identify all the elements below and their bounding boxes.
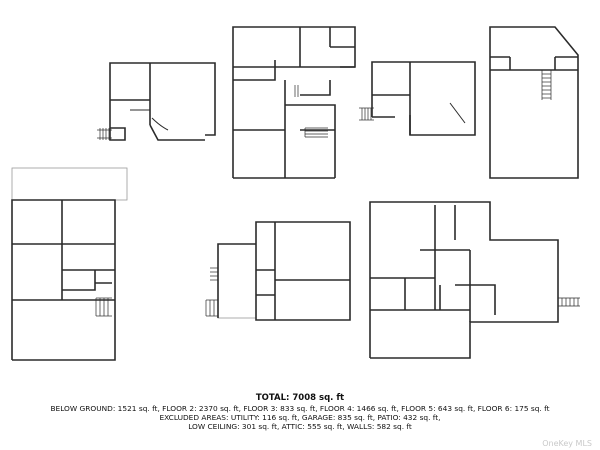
stair-floor-2 (95, 297, 112, 317)
area-excluded-continued: LOW CEILING: 301 sq. ft, ATTIC: 555 sq. … (188, 422, 412, 431)
floor-plan-sheet (11, 26, 580, 361)
stair-floor-6 (541, 70, 552, 100)
stair-floor-center (205, 267, 218, 317)
stair-floor-3 (359, 107, 374, 121)
stair-floor-5 (97, 128, 112, 140)
stair-floor-4 (294, 85, 328, 138)
floor-plan-floor-center (217, 221, 351, 321)
watermark: OneKey MLS (542, 439, 592, 448)
floor-plan-floor-3 (371, 61, 476, 136)
total-area: TOTAL: 7008 sq. ft (255, 393, 345, 403)
area-breakdown-floors: BELOW GROUND: 1521 sq. ft, FLOOR 2: 2370… (50, 404, 550, 413)
floor-plan-floor-2 (11, 167, 128, 361)
floor-plan-floor-4 (232, 26, 356, 179)
floor-plan-floor-1 (369, 201, 559, 359)
area-excluded: EXCLUDED AREAS: UTILITY: 116 sq. ft, GAR… (159, 413, 441, 422)
floor-plan-floor-5 (109, 62, 216, 141)
floor-plan-floor-6 (489, 26, 579, 179)
stair-floor-1 (558, 297, 580, 307)
